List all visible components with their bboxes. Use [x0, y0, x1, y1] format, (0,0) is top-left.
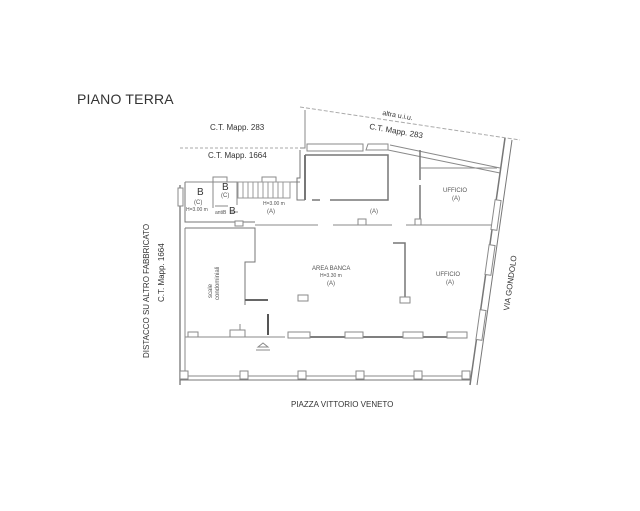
label-ct-mapp-1664: C.T. Mapp. 1664: [208, 151, 267, 160]
room-antib-name: antiB: [215, 210, 227, 216]
boundary-line-283: [299, 106, 521, 141]
room-antib-letter: B: [229, 206, 236, 217]
room-area-banca-name: AREA BANCA: [312, 266, 351, 272]
room-ufficio2-category: (A): [446, 280, 454, 286]
label-ct-mapp-283: C.T. Mapp. 283: [210, 123, 265, 132]
room-ufficio1-category: (A): [452, 196, 460, 202]
room-b2-category: (C): [221, 193, 230, 199]
label-piazza-vittorio-veneto: PIAZZA VITTORIO VENETO: [291, 400, 394, 409]
room-b1-category: (C): [194, 200, 203, 206]
room-b1-height: H=3.00 m: [186, 207, 208, 213]
label-distacco: DISTACCO SU ALTRO FABBRICATO: [142, 223, 151, 358]
room-corridor-category: (A): [370, 209, 378, 215]
label-ct-mapp-1664-side: C.T. Mapp. 1664: [157, 243, 166, 302]
room-b2-letter: B: [222, 182, 229, 193]
room-b1-letter: B: [197, 187, 204, 198]
room-scale-name2: condominiali: [215, 266, 221, 300]
room-entry-category: (A): [267, 209, 275, 215]
room-ufficio1-name: UFFICIO: [443, 188, 467, 194]
page-title: PIANO TERRA: [77, 91, 174, 107]
room-scale-name: scale: [208, 283, 214, 298]
room-area-banca-category: (A): [327, 281, 335, 287]
room-area-banca-height: H=3.30 m: [320, 273, 342, 279]
room-ufficio2-name: UFFICIO: [436, 272, 460, 278]
room-entry-height: H=3.00 m: [263, 201, 285, 207]
